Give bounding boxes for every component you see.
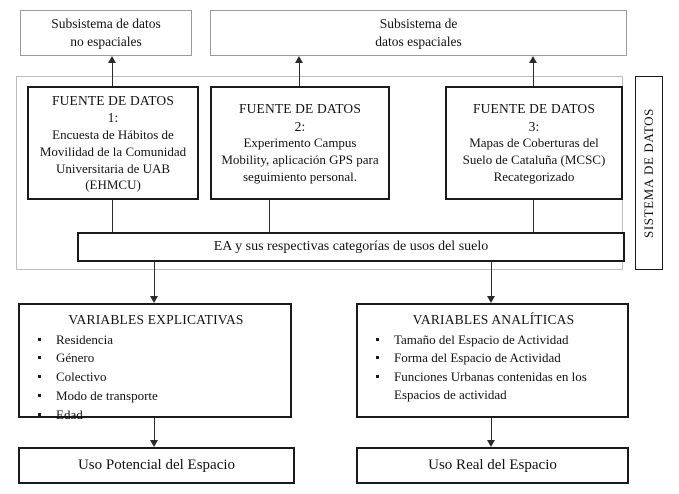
- outcome-box-uso-real: Uso Real del Espacio: [356, 447, 629, 484]
- outcome-box-uso-potencial: Uso Potencial del Espacio: [18, 447, 295, 484]
- subsystem-box-spatial: Subsistema de datos espaciales: [210, 10, 627, 56]
- data-source-3-number: 3:: [528, 118, 540, 134]
- list-item: Tamaño del Espacio de Actividad: [368, 331, 619, 349]
- system-label-sidebar: SISTEMA DE DATOS: [635, 76, 663, 270]
- outcome-uso-potencial-label: Uso Potencial del Espacio: [77, 456, 236, 473]
- variables-analiticas-title: VARIABLES ANALÍTICAS: [412, 312, 575, 327]
- variables-explicativas-list: Residencia Género Colectivo Modo de tran…: [30, 331, 282, 426]
- list-item: Funciones Urbanas contenidas en los Espa…: [368, 368, 619, 404]
- subsystem-spatial-line2: datos espaciales: [375, 34, 462, 49]
- system-label-text: SISTEMA DE DATOS: [641, 108, 656, 238]
- data-source-2-title: FUENTE DE DATOS: [238, 101, 361, 117]
- arrow-source1-to-nonspatial-icon: [108, 56, 116, 63]
- list-item: Forma del Espacio de Actividad: [368, 349, 619, 367]
- subsystem-non-spatial-line2: no espaciales: [70, 34, 142, 49]
- variables-box-analiticas: VARIABLES ANALÍTICAS Tamaño del Espacio …: [356, 303, 629, 418]
- subsystem-box-non-spatial: Subsistema de datos no espaciales: [20, 10, 192, 56]
- connector-source1-to-nonspatial: [112, 63, 114, 86]
- outcome-uso-real-label: Uso Real del Espacio: [428, 456, 557, 473]
- connector-source3-to-ea: [533, 200, 535, 232]
- connector-ea-to-analiticas: [491, 262, 493, 296]
- data-source-2-body: Experimento Campus Mobility, aplicación …: [221, 135, 379, 184]
- list-item: Colectivo: [30, 368, 282, 386]
- connector-analiticas-to-uso-real: [491, 418, 493, 440]
- arrow-source3-to-spatial-icon: [529, 56, 537, 63]
- variables-analiticas-list: Tamaño del Espacio de Actividad Forma de…: [368, 331, 619, 406]
- variables-box-explicativas: VARIABLES EXPLICATIVAS Residencia Género…: [18, 303, 292, 422]
- arrow-analiticas-to-uso-real-icon: [487, 440, 495, 447]
- list-item: Residencia: [30, 331, 282, 349]
- data-source-box-1: FUENTE DE DATOS 1: Encuesta de Hábitos d…: [27, 86, 199, 200]
- arrow-ea-to-analiticas-icon: [487, 296, 495, 303]
- data-source-box-3: FUENTE DE DATOS 3: Mapas de Coberturas d…: [445, 86, 623, 200]
- connector-source2-to-ea: [269, 200, 271, 232]
- connector-source3-to-spatial: [533, 63, 535, 86]
- data-source-2-number: 2:: [294, 118, 306, 134]
- arrow-explicativas-to-uso-potencial-icon: [150, 440, 158, 447]
- activity-space-categories-box: EA y sus respectivas categorías de usos …: [77, 232, 625, 262]
- data-source-box-2: FUENTE DE DATOS 2: Experimento Campus Mo…: [210, 86, 390, 200]
- subsystem-spatial-line1: Subsistema de: [379, 16, 458, 32]
- data-source-3-title: FUENTE DE DATOS: [472, 101, 595, 117]
- data-source-1-number: 1:: [107, 110, 119, 126]
- connector-ea-to-explicativas: [154, 262, 156, 296]
- list-item: Edad: [30, 406, 282, 424]
- data-source-1-title: FUENTE DE DATOS: [51, 92, 174, 108]
- data-source-1-body: Encuesta de Hábitos de Movilidad de la C…: [39, 126, 187, 193]
- connector-source2-to-spatial: [299, 63, 301, 86]
- activity-space-categories-text: EA y sus respectivas categorías de usos …: [213, 238, 489, 254]
- variables-explicativas-title: VARIABLES EXPLICATIVAS: [68, 312, 244, 327]
- arrow-source2-to-spatial-icon: [295, 56, 303, 63]
- subsystem-non-spatial-line1: Subsistema de datos: [51, 16, 161, 32]
- data-source-3-body: Mapas de Coberturas del Suelo de Cataluñ…: [462, 135, 606, 184]
- connector-explicativas-to-uso-potencial: [154, 418, 156, 440]
- connector-source1-to-ea: [112, 200, 114, 232]
- list-item: Modo de transporte: [30, 387, 282, 405]
- list-item: Género: [30, 349, 282, 367]
- arrow-ea-to-explicativas-icon: [150, 296, 158, 303]
